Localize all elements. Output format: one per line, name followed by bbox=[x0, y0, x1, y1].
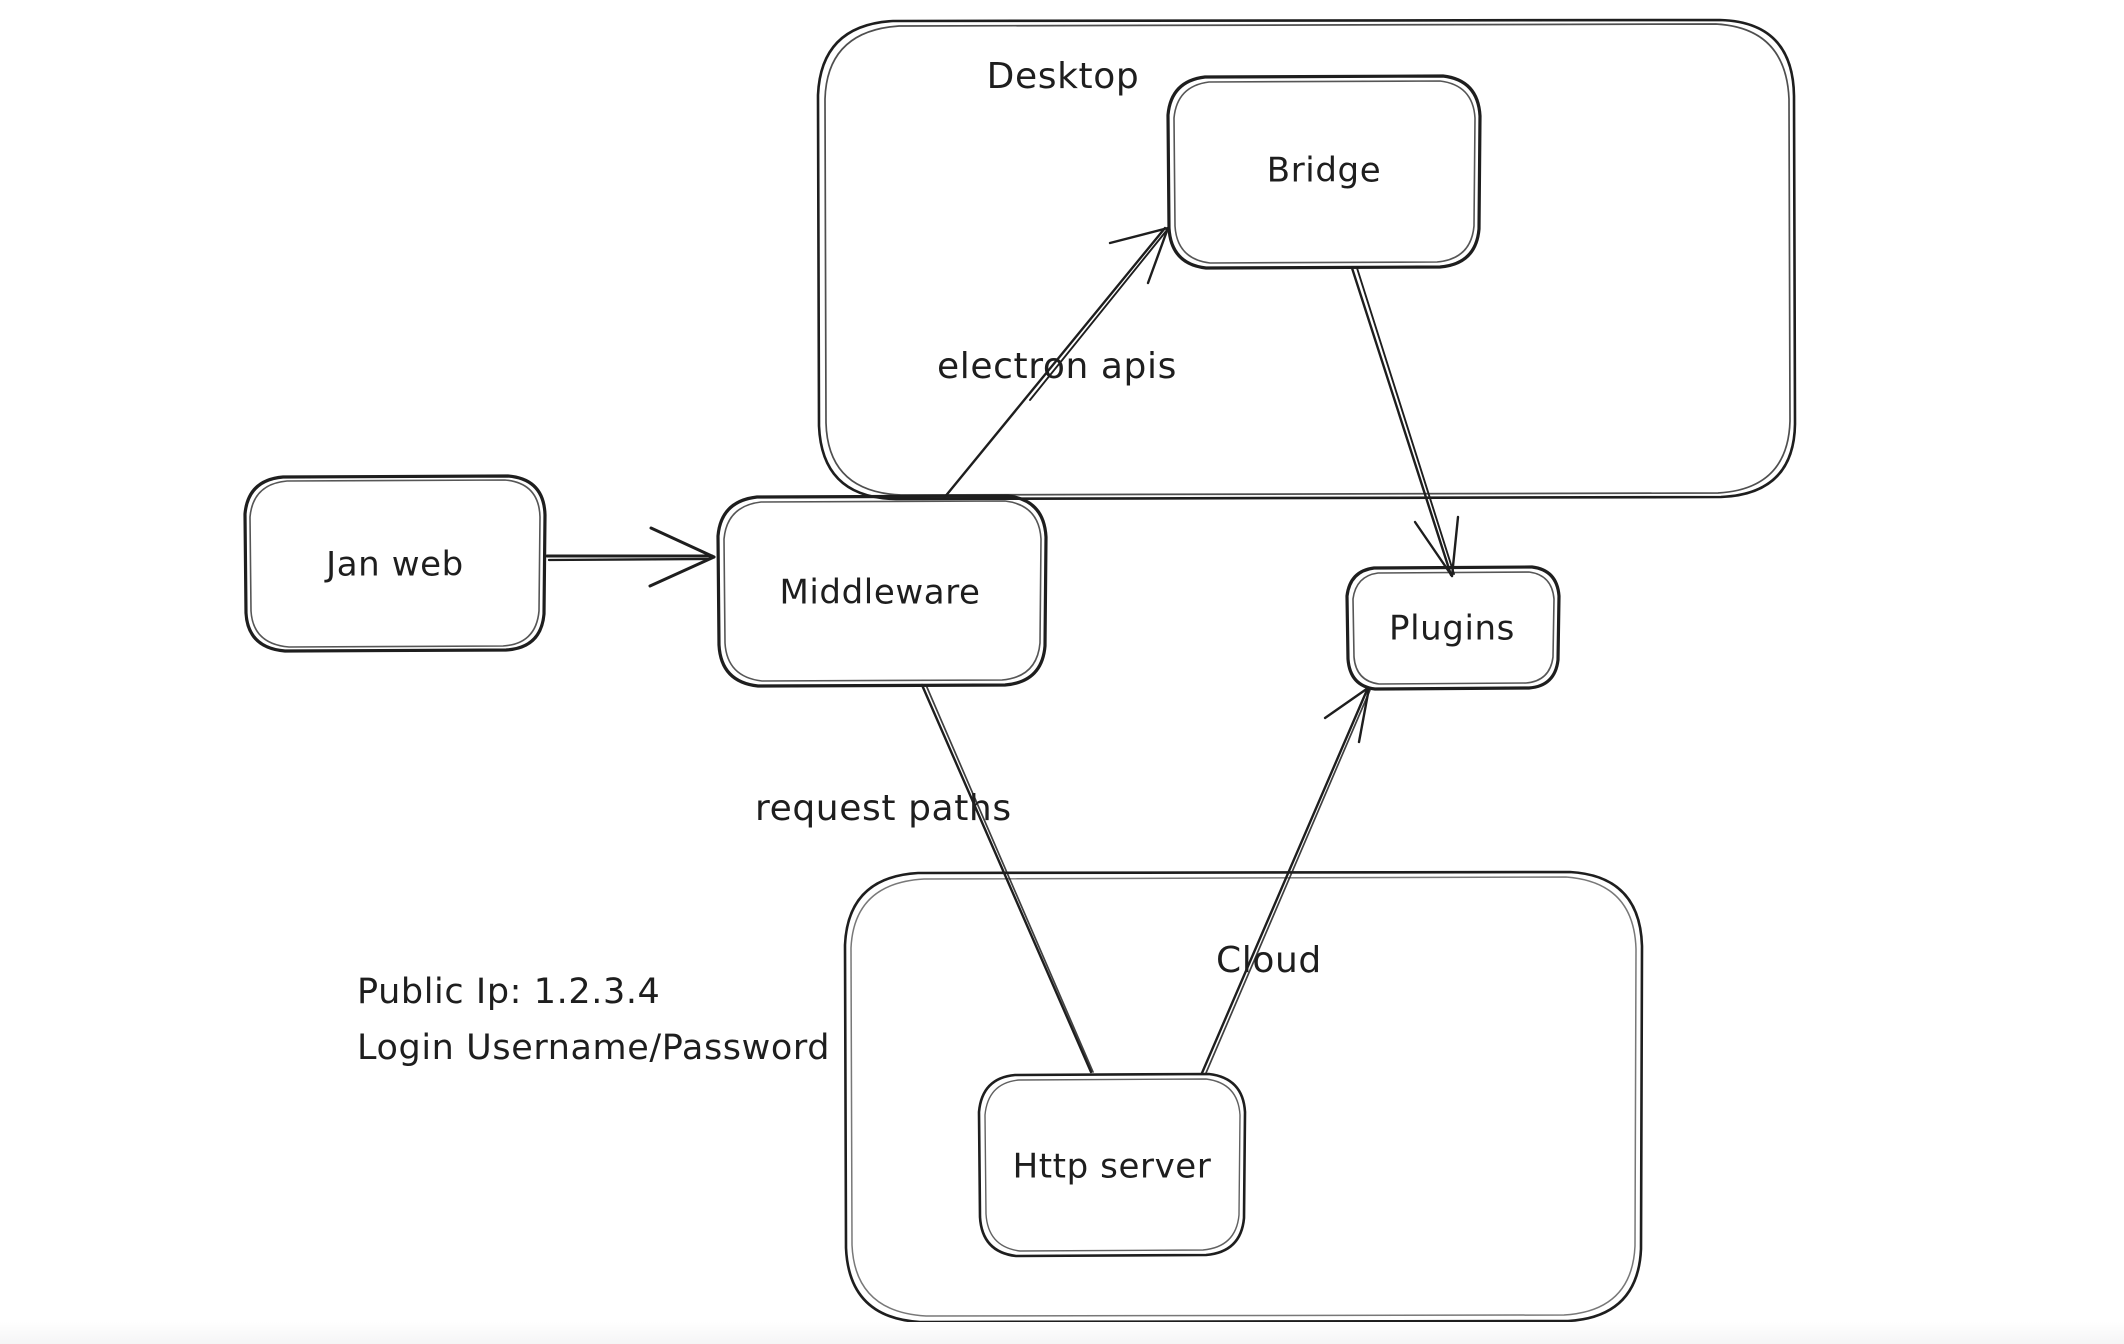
node-label-bridge: Bridge bbox=[1267, 151, 1381, 191]
node-label-jan-web: Jan web bbox=[324, 545, 464, 585]
edge-bridge-to-plugins[interactable] bbox=[1350, 266, 1460, 578]
edge-label-cloud: Cloud bbox=[1216, 940, 1322, 981]
edge-middleware-to-bridge[interactable]: electron apis bbox=[937, 226, 1177, 500]
node-plugins[interactable]: Plugins bbox=[1345, 565, 1561, 691]
container-desktop-label: Desktop bbox=[987, 56, 1140, 97]
edge-middleware-to-http-server[interactable]: request paths bbox=[755, 683, 1094, 1074]
node-label-http-server: Http server bbox=[1013, 1147, 1212, 1187]
edge-jan-web-to-middleware[interactable] bbox=[545, 526, 716, 588]
container-cloud[interactable] bbox=[843, 870, 1644, 1324]
edge-http-server-to-plugins[interactable]: Cloud bbox=[1200, 686, 1371, 1075]
edge-label-request-paths: request paths bbox=[755, 788, 1012, 829]
note-public-ip: Public Ip: 1.2.3.4 bbox=[357, 972, 660, 1012]
node-http-server[interactable]: Http server bbox=[977, 1072, 1247, 1258]
container-desktop[interactable]: Desktop bbox=[816, 18, 1797, 501]
edge-label-electron-apis: electron apis bbox=[937, 346, 1177, 387]
note-block[interactable]: Public Ip: 1.2.3.4 Login Username/Passwo… bbox=[357, 972, 830, 1068]
node-middleware[interactable]: Middleware bbox=[716, 494, 1048, 688]
node-bridge[interactable]: Bridge bbox=[1166, 74, 1482, 270]
node-label-plugins: Plugins bbox=[1389, 609, 1515, 649]
bottom-edge-band bbox=[0, 1322, 2124, 1344]
node-jan-web[interactable]: Jan web bbox=[243, 474, 547, 653]
note-login-credentials: Login Username/Password bbox=[357, 1028, 830, 1068]
node-label-middleware: Middleware bbox=[779, 573, 980, 613]
